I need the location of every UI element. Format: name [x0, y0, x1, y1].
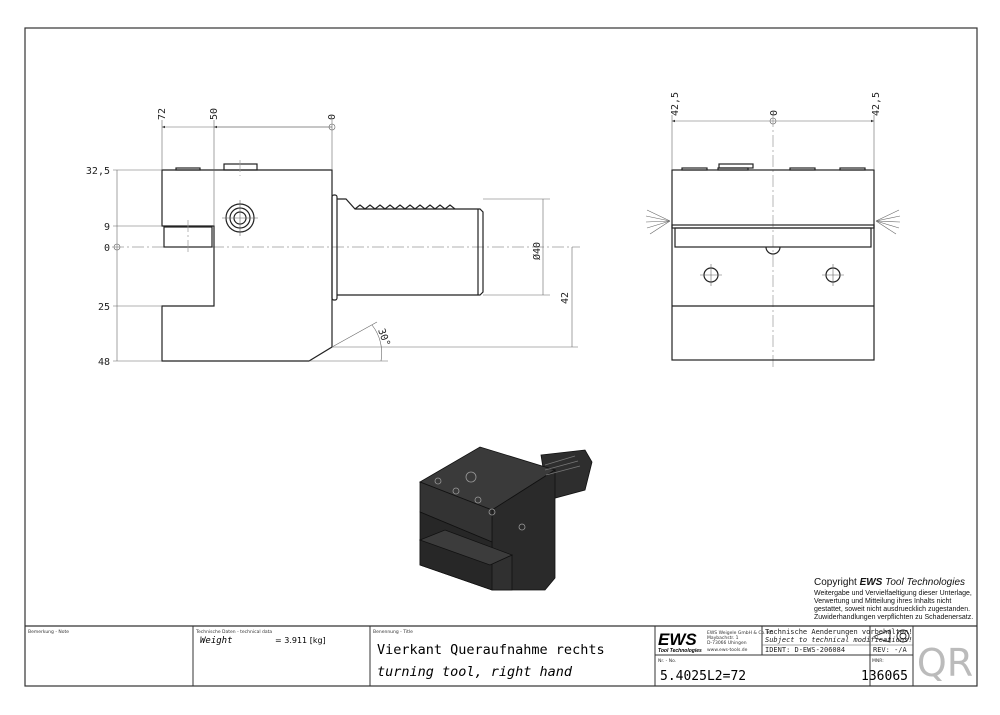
screw-icon	[222, 200, 258, 236]
company-street: Maybachstr. 1	[707, 635, 739, 641]
dim-42-5-right: 42,5	[871, 92, 882, 116]
dim-diameter: Ø40	[531, 242, 543, 260]
dim-72: 72	[157, 108, 168, 120]
dim-0-left: 0	[104, 243, 110, 254]
copyright-notice: Copyright EWS Tool Technologies Weiterga…	[814, 577, 973, 621]
dim-0: 0	[327, 114, 338, 120]
revision: REV: -/A	[873, 646, 908, 654]
title-block: Bemerkung - Note Technische Daten - tech…	[25, 625, 977, 686]
company-city: D-73066 Uhingen	[707, 640, 747, 646]
note-label: Bemerkung - Note	[28, 629, 69, 635]
mnr-number: 136065	[861, 669, 908, 684]
dim-25: 25	[98, 302, 110, 313]
drawing-frame	[24, 27, 978, 687]
tech-data-label: Technische Daten - technical data	[195, 629, 272, 635]
company-web: www.ews-tools.de	[707, 647, 748, 653]
title-label: Benennung - Title	[373, 629, 413, 635]
dim-48: 48	[98, 357, 110, 368]
dim-0-side: 0	[769, 110, 780, 116]
weight-label: Weight	[200, 636, 233, 646]
changes-notice-de: Technische Aenderungen vorbehalten!	[765, 628, 913, 636]
projection-symbol-icon	[874, 629, 910, 643]
coolant-spray-icon	[645, 209, 901, 235]
title-english: turning tool, right hand	[377, 664, 573, 680]
dim-9: 9	[104, 222, 110, 233]
qr-placeholder: QR	[917, 641, 973, 685]
isometric-view	[418, 446, 593, 591]
svg-text:gestattet, soweit nicht ausdru: gestattet, soweit nicht ausdruecklich zu…	[814, 606, 970, 613]
article-number: 5.4025L2=72	[660, 669, 746, 684]
title-german: Vierkant Queraufnahme rechts	[377, 642, 605, 658]
side-view: 42,5 0 42,5	[645, 92, 901, 368]
changes-notice-en: Subject to technical modifications!	[765, 636, 913, 644]
dim-32-5: 32,5	[86, 166, 110, 177]
front-view: 72 50 0 32,5 9 0 25 48 Ø40 42 30°	[86, 108, 580, 368]
company-name: EWS Weigele GmbH & Co. KG	[707, 630, 774, 636]
svg-text:Copyright EWS Tool Technologie: Copyright EWS Tool Technologies	[814, 577, 965, 588]
ident: IDENT: D-EWS-206084	[765, 646, 845, 654]
ews-logo: EWS Tool Technologies	[658, 630, 702, 654]
dim-50: 50	[209, 108, 220, 120]
svg-text:Weitergabe und Vervielfaeltigu: Weitergabe und Vervielfaeltigung dieser …	[814, 590, 972, 597]
svg-text:EWS: EWS	[658, 630, 697, 649]
mnr-label: MNR:	[872, 658, 884, 664]
hole-icon	[822, 264, 844, 286]
dim-angle: 30°	[375, 327, 392, 348]
weight-value: = 3.911 [kg]	[275, 636, 326, 645]
hole-icon	[700, 264, 722, 286]
dim-42: 42	[560, 292, 571, 304]
dim-42-5-left: 42,5	[670, 92, 681, 116]
number-label: Nr. - No.	[658, 658, 676, 664]
svg-text:Verwertung und Mitteilung ihre: Verwertung und Mitteilung ihres Inhalts …	[814, 598, 951, 605]
svg-text:Tool Technologies: Tool Technologies	[658, 648, 702, 654]
svg-text:Zuwiderhandlungen verpflichten: Zuwiderhandlungen verpflichten zu Schade…	[814, 614, 973, 621]
